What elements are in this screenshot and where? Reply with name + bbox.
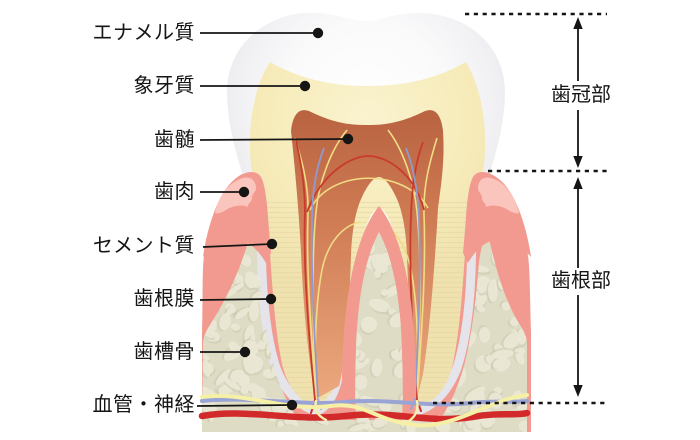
vessel-nerve-bundle (198, 393, 531, 428)
leader-lines (196, 32, 349, 407)
label-enamel: エナメル質 (92, 22, 195, 44)
gingiva-lobes (203, 171, 531, 263)
label-root-section: 歯根部 (546, 269, 616, 293)
pulp-vessels (294, 129, 438, 401)
label-gingiva: 歯肉 (154, 181, 195, 203)
leader-dots (238, 27, 354, 411)
label-pulp: 歯髄 (154, 129, 195, 151)
label-dentin: 象牙質 (133, 75, 195, 97)
label-cementum: セメント質 (92, 235, 195, 257)
reference-dotted-lines (433, 12, 608, 405)
label-periodontal-membrane: 歯根膜 (133, 288, 195, 310)
dimension-arrowheads (573, 17, 583, 397)
label-crown-section: 歯冠部 (546, 83, 616, 107)
pulp (291, 110, 444, 400)
label-alveolar-bone: 歯槽骨 (133, 341, 195, 363)
label-vessels-nerves: 血管・神経 (92, 394, 195, 416)
interradicular-bone (355, 232, 403, 418)
